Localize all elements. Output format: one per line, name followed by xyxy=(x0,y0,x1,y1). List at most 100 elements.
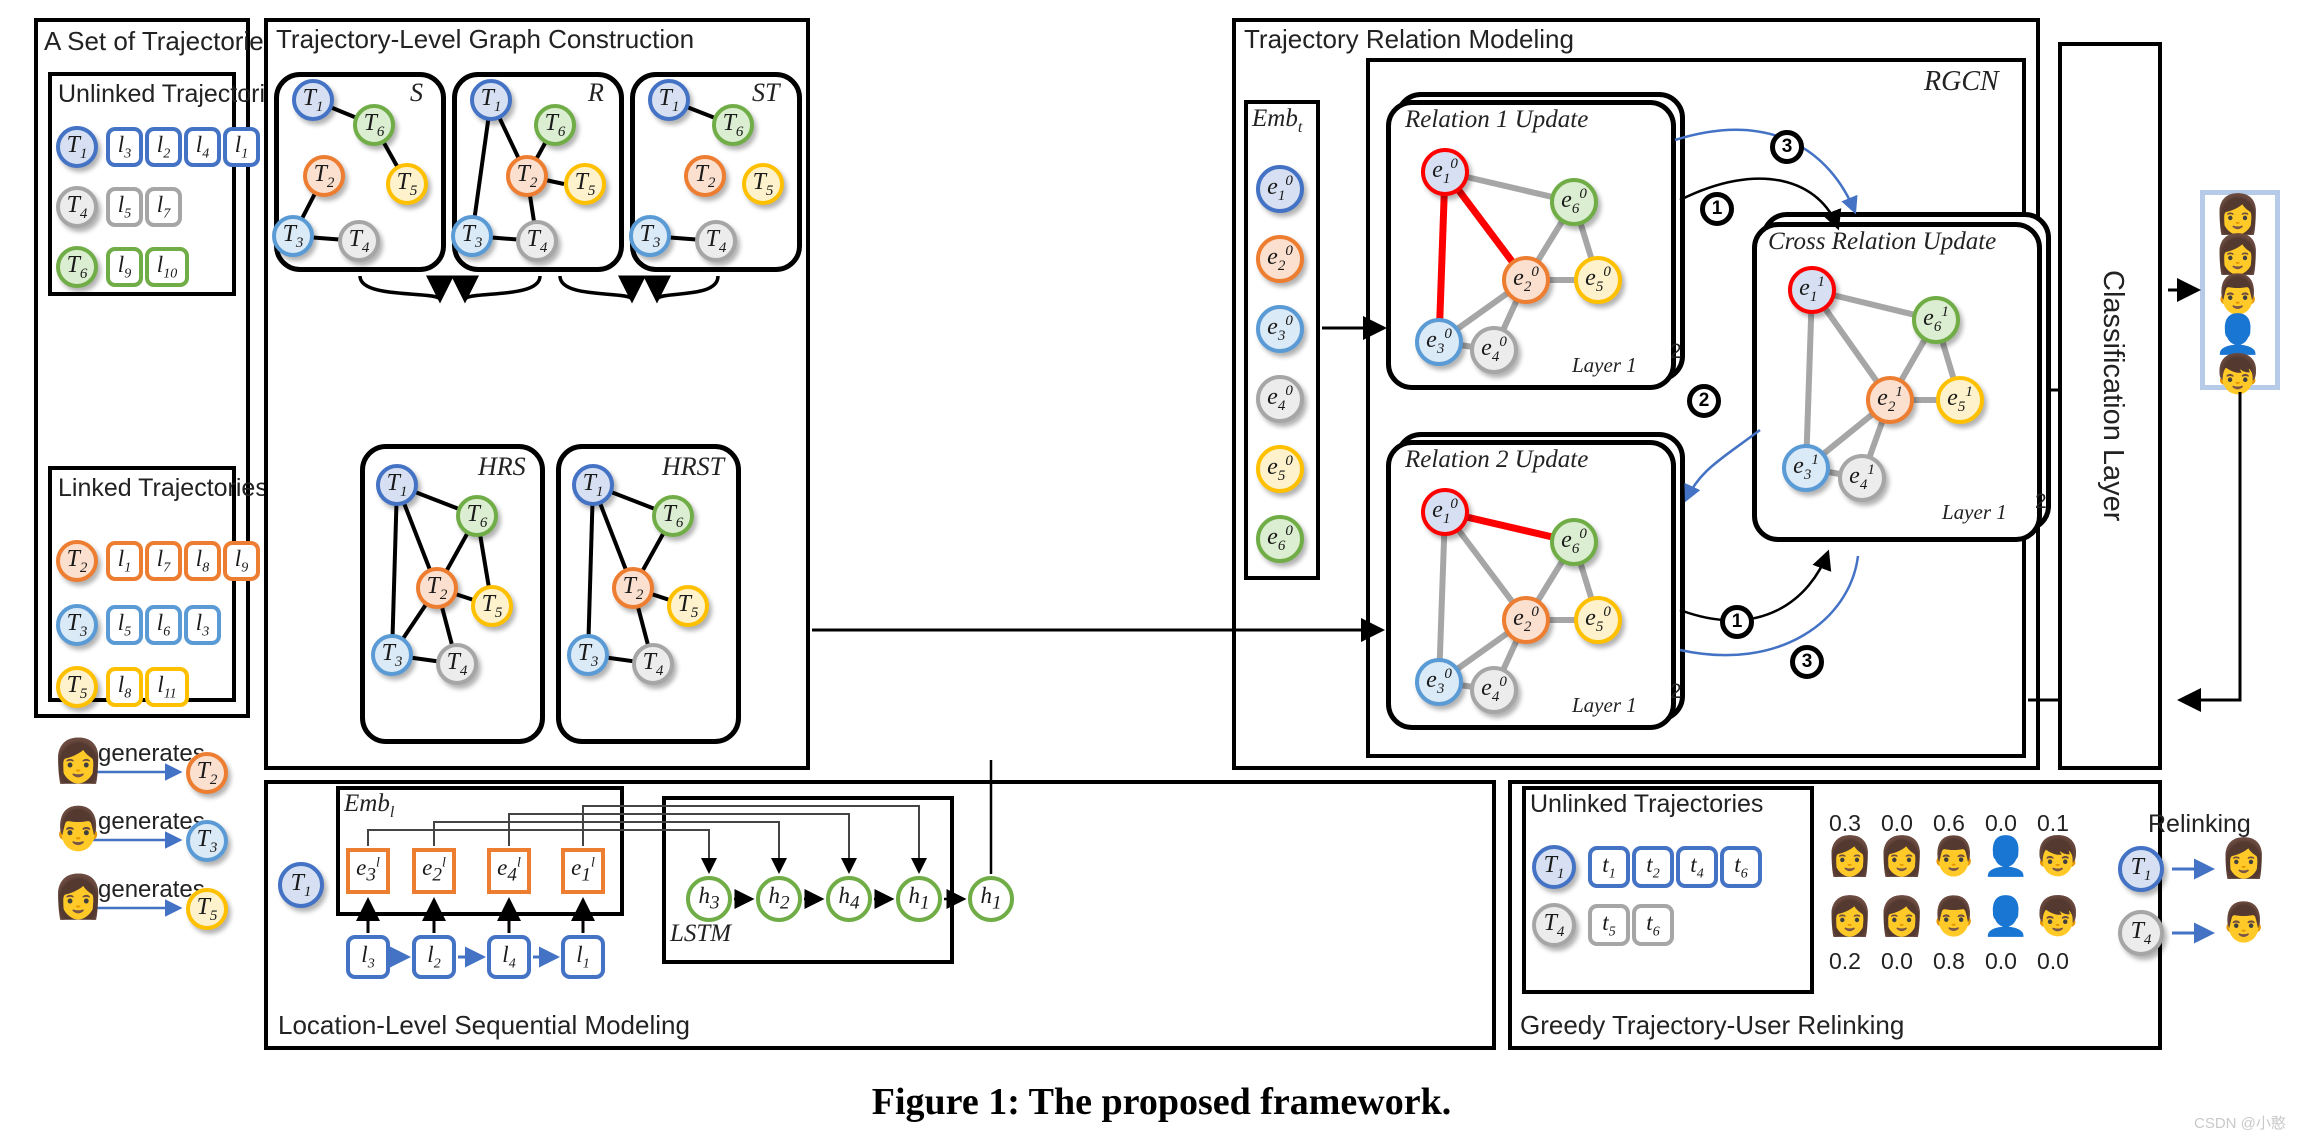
trajectory-node-T2[interactable]: T2 xyxy=(56,540,98,582)
emb-l-node-e4[interactable]: e4l xyxy=(487,848,531,894)
relinking-time-chip[interactable]: t4 xyxy=(1676,846,1718,888)
relation1-node-e2[interactable]: e20 xyxy=(1502,256,1550,304)
location-chip[interactable]: l6 xyxy=(145,605,182,645)
relation1-node-e5[interactable]: e50 xyxy=(1574,256,1622,304)
emb-node-e2[interactable]: e20 xyxy=(1256,235,1304,283)
relation2-node-e2[interactable]: e20 xyxy=(1502,596,1550,644)
cross-node-e5[interactable]: e51 xyxy=(1936,376,1984,424)
location-chip[interactable]: l8 xyxy=(184,541,221,581)
location-chip[interactable]: l7 xyxy=(145,187,182,227)
graph-node-T5[interactable]: T5 xyxy=(471,585,513,627)
graph-node-T4[interactable]: T4 xyxy=(516,220,558,262)
relinking-trajectory-T4[interactable]: T4 xyxy=(1532,903,1576,947)
emb-node-e1[interactable]: e10 xyxy=(1256,165,1304,213)
relinking-time-chip[interactable]: t2 xyxy=(1632,846,1674,888)
graph-node-T3[interactable]: T3 xyxy=(371,634,413,676)
relinking-time-chip[interactable]: t1 xyxy=(1588,846,1630,888)
location-chip[interactable]: l9 xyxy=(106,247,143,287)
graph-node-T3[interactable]: T3 xyxy=(629,215,671,257)
location-chip[interactable]: l1 xyxy=(106,541,143,581)
lstm-output-h1[interactable]: h1 xyxy=(968,876,1014,922)
location-chip[interactable]: l3 xyxy=(184,605,221,645)
graph-node-T4[interactable]: T4 xyxy=(695,220,737,262)
graph-node-T1[interactable]: T1 xyxy=(572,464,614,506)
relinking-time-chip[interactable]: t6 xyxy=(1632,904,1674,946)
sequential-input-trajectory-T1[interactable]: T1 xyxy=(278,862,324,908)
emb-node-e3[interactable]: e30 xyxy=(1256,305,1304,353)
location-chip[interactable]: l7 xyxy=(145,541,182,581)
graph-node-T2[interactable]: T2 xyxy=(303,155,345,197)
lstm-hidden-h3[interactable]: h3 xyxy=(686,876,732,922)
location-chip[interactable]: l9 xyxy=(223,541,260,581)
graph-node-T1[interactable]: T1 xyxy=(292,79,334,121)
relation1-node-e1[interactable]: e10 xyxy=(1421,148,1469,196)
cross-node-e6[interactable]: e61 xyxy=(1912,296,1960,344)
location-chip[interactable]: l1 xyxy=(223,127,260,167)
graph-node-T1[interactable]: T1 xyxy=(376,464,418,506)
lstm-hidden-h1[interactable]: h1 xyxy=(896,876,942,922)
graph-node-T5[interactable]: T5 xyxy=(742,163,784,205)
graph-node-T4[interactable]: T4 xyxy=(436,643,478,685)
emb-l-node-e2[interactable]: e2l xyxy=(412,848,456,894)
cross-node-e4[interactable]: e41 xyxy=(1838,454,1886,502)
generates-target-T3[interactable]: T3 xyxy=(186,820,228,862)
relation2-node-e5[interactable]: e50 xyxy=(1574,596,1622,644)
relation1-node-e3[interactable]: e30 xyxy=(1415,318,1463,366)
relinking-assign-T1[interactable]: T1 xyxy=(2118,846,2164,892)
graph-node-T5[interactable]: T5 xyxy=(386,163,428,205)
cross-node-e1[interactable]: e11 xyxy=(1788,266,1836,314)
relation2-node-e1[interactable]: e10 xyxy=(1421,488,1469,536)
graph-node-T2[interactable]: T2 xyxy=(612,567,654,609)
location-chip[interactable]: l4 xyxy=(184,127,221,167)
lstm-hidden-h4[interactable]: h4 xyxy=(826,876,872,922)
location-chip[interactable]: l3 xyxy=(106,127,143,167)
graph-node-T6[interactable]: T6 xyxy=(534,104,576,146)
cross-node-e2[interactable]: e21 xyxy=(1866,376,1914,424)
relation1-node-e6[interactable]: e60 xyxy=(1550,178,1598,226)
lstm-hidden-h2[interactable]: h2 xyxy=(756,876,802,922)
graph-node-T5[interactable]: T5 xyxy=(564,163,606,205)
graph-node-T4[interactable]: T4 xyxy=(338,220,380,262)
trajectory-node-T4[interactable]: T4 xyxy=(56,186,98,228)
trajectory-node-T5[interactable]: T5 xyxy=(56,666,98,708)
sequential-location-l3[interactable]: l3 xyxy=(346,935,390,979)
graph-node-T1[interactable]: T1 xyxy=(470,79,512,121)
location-chip[interactable]: l10 xyxy=(145,247,189,287)
relinking-assign-T4[interactable]: T4 xyxy=(2118,910,2164,956)
trajectory-node-T1[interactable]: T1 xyxy=(56,126,98,168)
relinking-trajectory-T1[interactable]: T1 xyxy=(1532,845,1576,889)
sequential-location-l4[interactable]: l4 xyxy=(487,935,531,979)
emb-node-e5[interactable]: e50 xyxy=(1256,445,1304,493)
graph-node-T3[interactable]: T3 xyxy=(272,215,314,257)
relation2-node-e6[interactable]: e60 xyxy=(1550,518,1598,566)
cross-node-e3[interactable]: e31 xyxy=(1782,444,1830,492)
graph-node-T6[interactable]: T6 xyxy=(652,495,694,537)
graph-node-T1[interactable]: T1 xyxy=(648,79,690,121)
graph-node-T5[interactable]: T5 xyxy=(667,585,709,627)
trajectory-node-T3[interactable]: T3 xyxy=(56,604,98,646)
emb-l-node-e1[interactable]: e1l xyxy=(561,848,605,894)
location-chip[interactable]: l5 xyxy=(106,605,143,645)
generates-target-T5[interactable]: T5 xyxy=(186,888,228,930)
graph-node-T6[interactable]: T6 xyxy=(353,104,395,146)
location-chip[interactable]: l8 xyxy=(106,667,143,707)
sequential-location-l1[interactable]: l1 xyxy=(561,935,605,979)
relinking-time-chip[interactable]: t6 xyxy=(1720,846,1762,888)
sequential-location-l2[interactable]: l2 xyxy=(412,935,456,979)
location-chip[interactable]: l5 xyxy=(106,187,143,227)
relation2-node-e3[interactable]: e30 xyxy=(1415,658,1463,706)
location-chip[interactable]: l2 xyxy=(145,127,182,167)
relation1-node-e4[interactable]: e40 xyxy=(1470,326,1518,374)
graph-node-T3[interactable]: T3 xyxy=(567,634,609,676)
graph-node-T6[interactable]: T6 xyxy=(456,495,498,537)
relation2-node-e4[interactable]: e40 xyxy=(1470,666,1518,714)
relinking-time-chip[interactable]: t5 xyxy=(1588,904,1630,946)
location-chip[interactable]: l11 xyxy=(145,667,189,707)
graph-node-T3[interactable]: T3 xyxy=(451,215,493,257)
emb-node-e6[interactable]: e60 xyxy=(1256,515,1304,563)
emb-l-node-e3[interactable]: e3l xyxy=(346,848,390,894)
graph-node-T2[interactable]: T2 xyxy=(416,567,458,609)
graph-node-T2[interactable]: T2 xyxy=(684,155,726,197)
emb-node-e4[interactable]: e40 xyxy=(1256,375,1304,423)
generates-target-T2[interactable]: T2 xyxy=(186,752,228,794)
